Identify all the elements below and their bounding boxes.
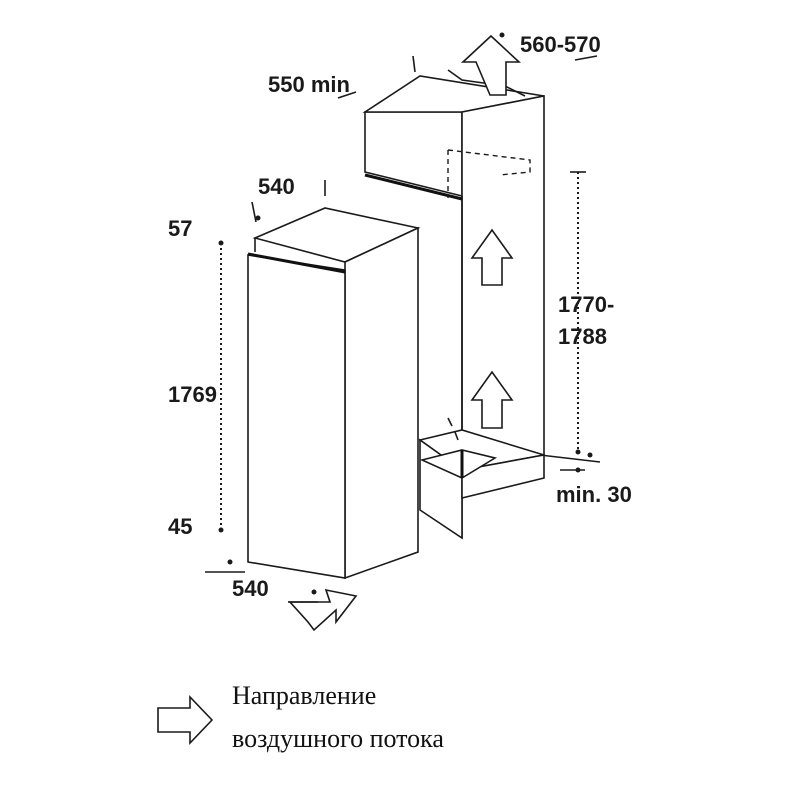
legend-line-2: воздушного потока bbox=[232, 724, 444, 753]
label-niche-height-1: 1770- bbox=[558, 292, 614, 317]
label-top-width: 560-570 bbox=[520, 32, 601, 57]
cabinet-plinth-side bbox=[461, 454, 545, 500]
arrow-up-top-icon bbox=[460, 34, 522, 96]
cabinet-dashed-b bbox=[447, 149, 531, 176]
cabinet-niche bbox=[362, 69, 545, 540]
legend-line-1: Направление bbox=[232, 681, 376, 710]
arrow-up-lower-icon bbox=[470, 370, 514, 429]
airflow-arrows-up bbox=[460, 34, 522, 429]
label-fridge-depth: 540 bbox=[258, 174, 295, 199]
label-vent-min: min. 30 bbox=[556, 482, 632, 507]
fridge-door-top-edge bbox=[247, 252, 346, 274]
arrow-up-middle-icon bbox=[470, 228, 514, 286]
arrow-in-bottom-icon bbox=[288, 588, 358, 632]
cabinet-top-notch bbox=[447, 69, 526, 97]
label-depth-min: 550 min bbox=[268, 72, 350, 97]
label-fridge-width: 540 bbox=[232, 576, 269, 601]
legend: Направление воздушного потока bbox=[157, 681, 444, 753]
vent-mark-b bbox=[454, 431, 459, 441]
refrigerator bbox=[247, 207, 421, 580]
cabinet-top-shelf-edge bbox=[364, 173, 463, 201]
fridge-side-face bbox=[344, 226, 419, 580]
hollow-arrow-right-icon bbox=[157, 695, 214, 745]
label-fridge-height: 1769 bbox=[168, 382, 217, 407]
dimension-lines bbox=[205, 32, 601, 595]
fridge-front-face bbox=[247, 254, 346, 579]
label-niche-height-2: 1788 bbox=[558, 324, 607, 349]
cabinet-side-panel bbox=[461, 95, 545, 471]
label-bottom-gap: 45 bbox=[168, 514, 192, 539]
vent-grille bbox=[419, 449, 498, 479]
label-top-gap: 57 bbox=[168, 216, 192, 241]
vent-mark-a bbox=[447, 417, 453, 427]
